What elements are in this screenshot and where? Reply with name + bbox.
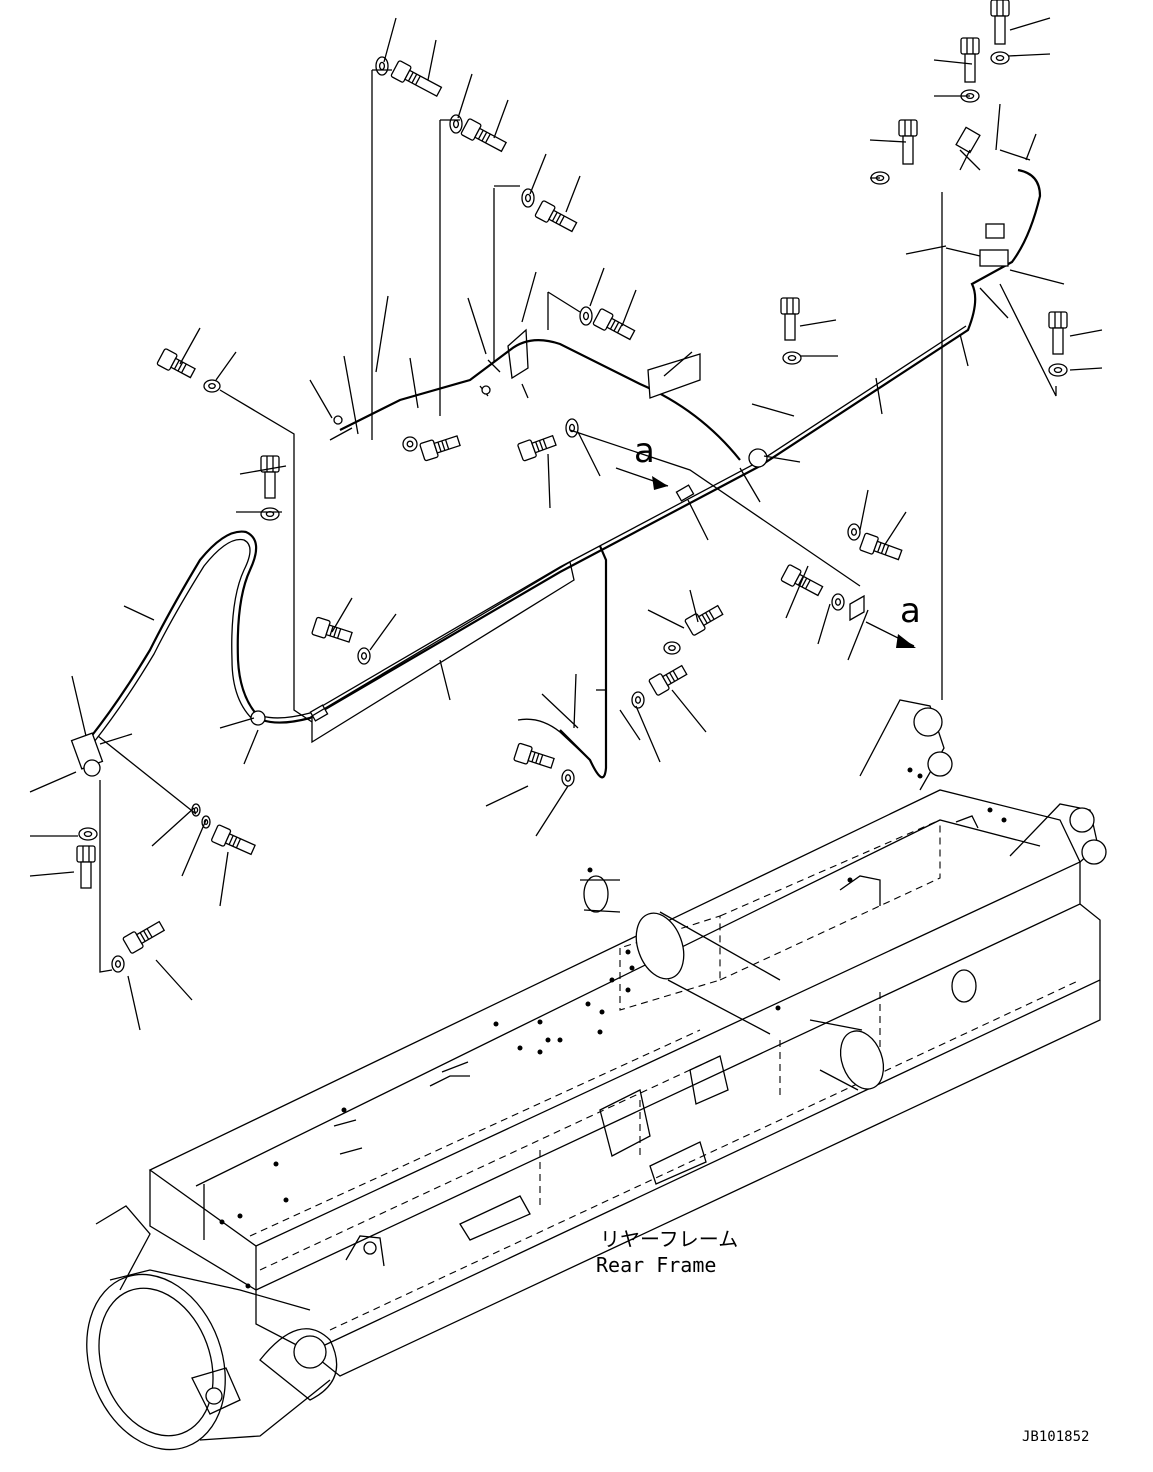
washer-icon xyxy=(449,114,463,134)
bolt-icon xyxy=(260,455,280,499)
bolt-icon xyxy=(517,434,557,462)
bolt-icon xyxy=(156,348,196,379)
washer-icon xyxy=(191,803,201,817)
bolt-icon xyxy=(990,0,1010,45)
bolt-icon xyxy=(122,920,166,954)
leader-lines xyxy=(29,17,1103,1031)
bolt-icon xyxy=(1048,311,1068,355)
washer-icon xyxy=(357,647,371,665)
washer-icon xyxy=(663,641,681,655)
washer-icon xyxy=(847,523,861,541)
washer-icon xyxy=(565,418,579,438)
rear-frame xyxy=(86,699,1107,1451)
washer-icon xyxy=(203,379,221,393)
wiring-harness xyxy=(70,126,1042,779)
bolt-icon xyxy=(419,435,461,462)
bolt-icon xyxy=(460,118,508,153)
view-arrow-label-right: a xyxy=(900,591,921,631)
bolt-icon xyxy=(534,200,578,233)
bolt-icon xyxy=(390,60,443,98)
frame-label-english: Rear Frame xyxy=(596,1253,716,1277)
bolt-icon xyxy=(648,664,688,696)
washer-icon xyxy=(631,691,645,709)
washer-icon xyxy=(579,306,593,326)
bolt-icon xyxy=(898,119,918,165)
washer-icon xyxy=(78,827,98,841)
washer-icon xyxy=(111,955,125,973)
fasteners xyxy=(76,0,1068,973)
bolt-icon xyxy=(780,297,800,341)
bolt-icon xyxy=(780,564,824,597)
washer-icon xyxy=(402,436,418,452)
bolt-icon xyxy=(859,532,903,561)
washer-icon xyxy=(831,593,845,611)
view-arrow-label-top: a xyxy=(634,431,655,471)
washer-icon xyxy=(561,769,575,787)
frame-label-japanese: リヤーフレーム xyxy=(600,1227,738,1251)
washer-icon xyxy=(782,351,802,365)
bolt-icon xyxy=(211,824,256,856)
bolt-icon xyxy=(592,308,636,341)
bolt-icon xyxy=(311,616,353,643)
view-arrows: a a xyxy=(615,431,921,648)
washer-icon xyxy=(1048,363,1068,377)
washer-icon xyxy=(521,188,535,208)
assembly-lines xyxy=(97,69,1057,973)
bolt-icon xyxy=(76,845,96,889)
washer-icon xyxy=(375,56,389,76)
drawing-code: JB101852 xyxy=(1022,1429,1089,1445)
bolt-icon xyxy=(960,37,980,83)
washer-icon xyxy=(260,507,280,521)
bolt-icon xyxy=(684,604,724,636)
washer-icon xyxy=(990,51,1010,65)
bolt-icon xyxy=(513,742,555,769)
